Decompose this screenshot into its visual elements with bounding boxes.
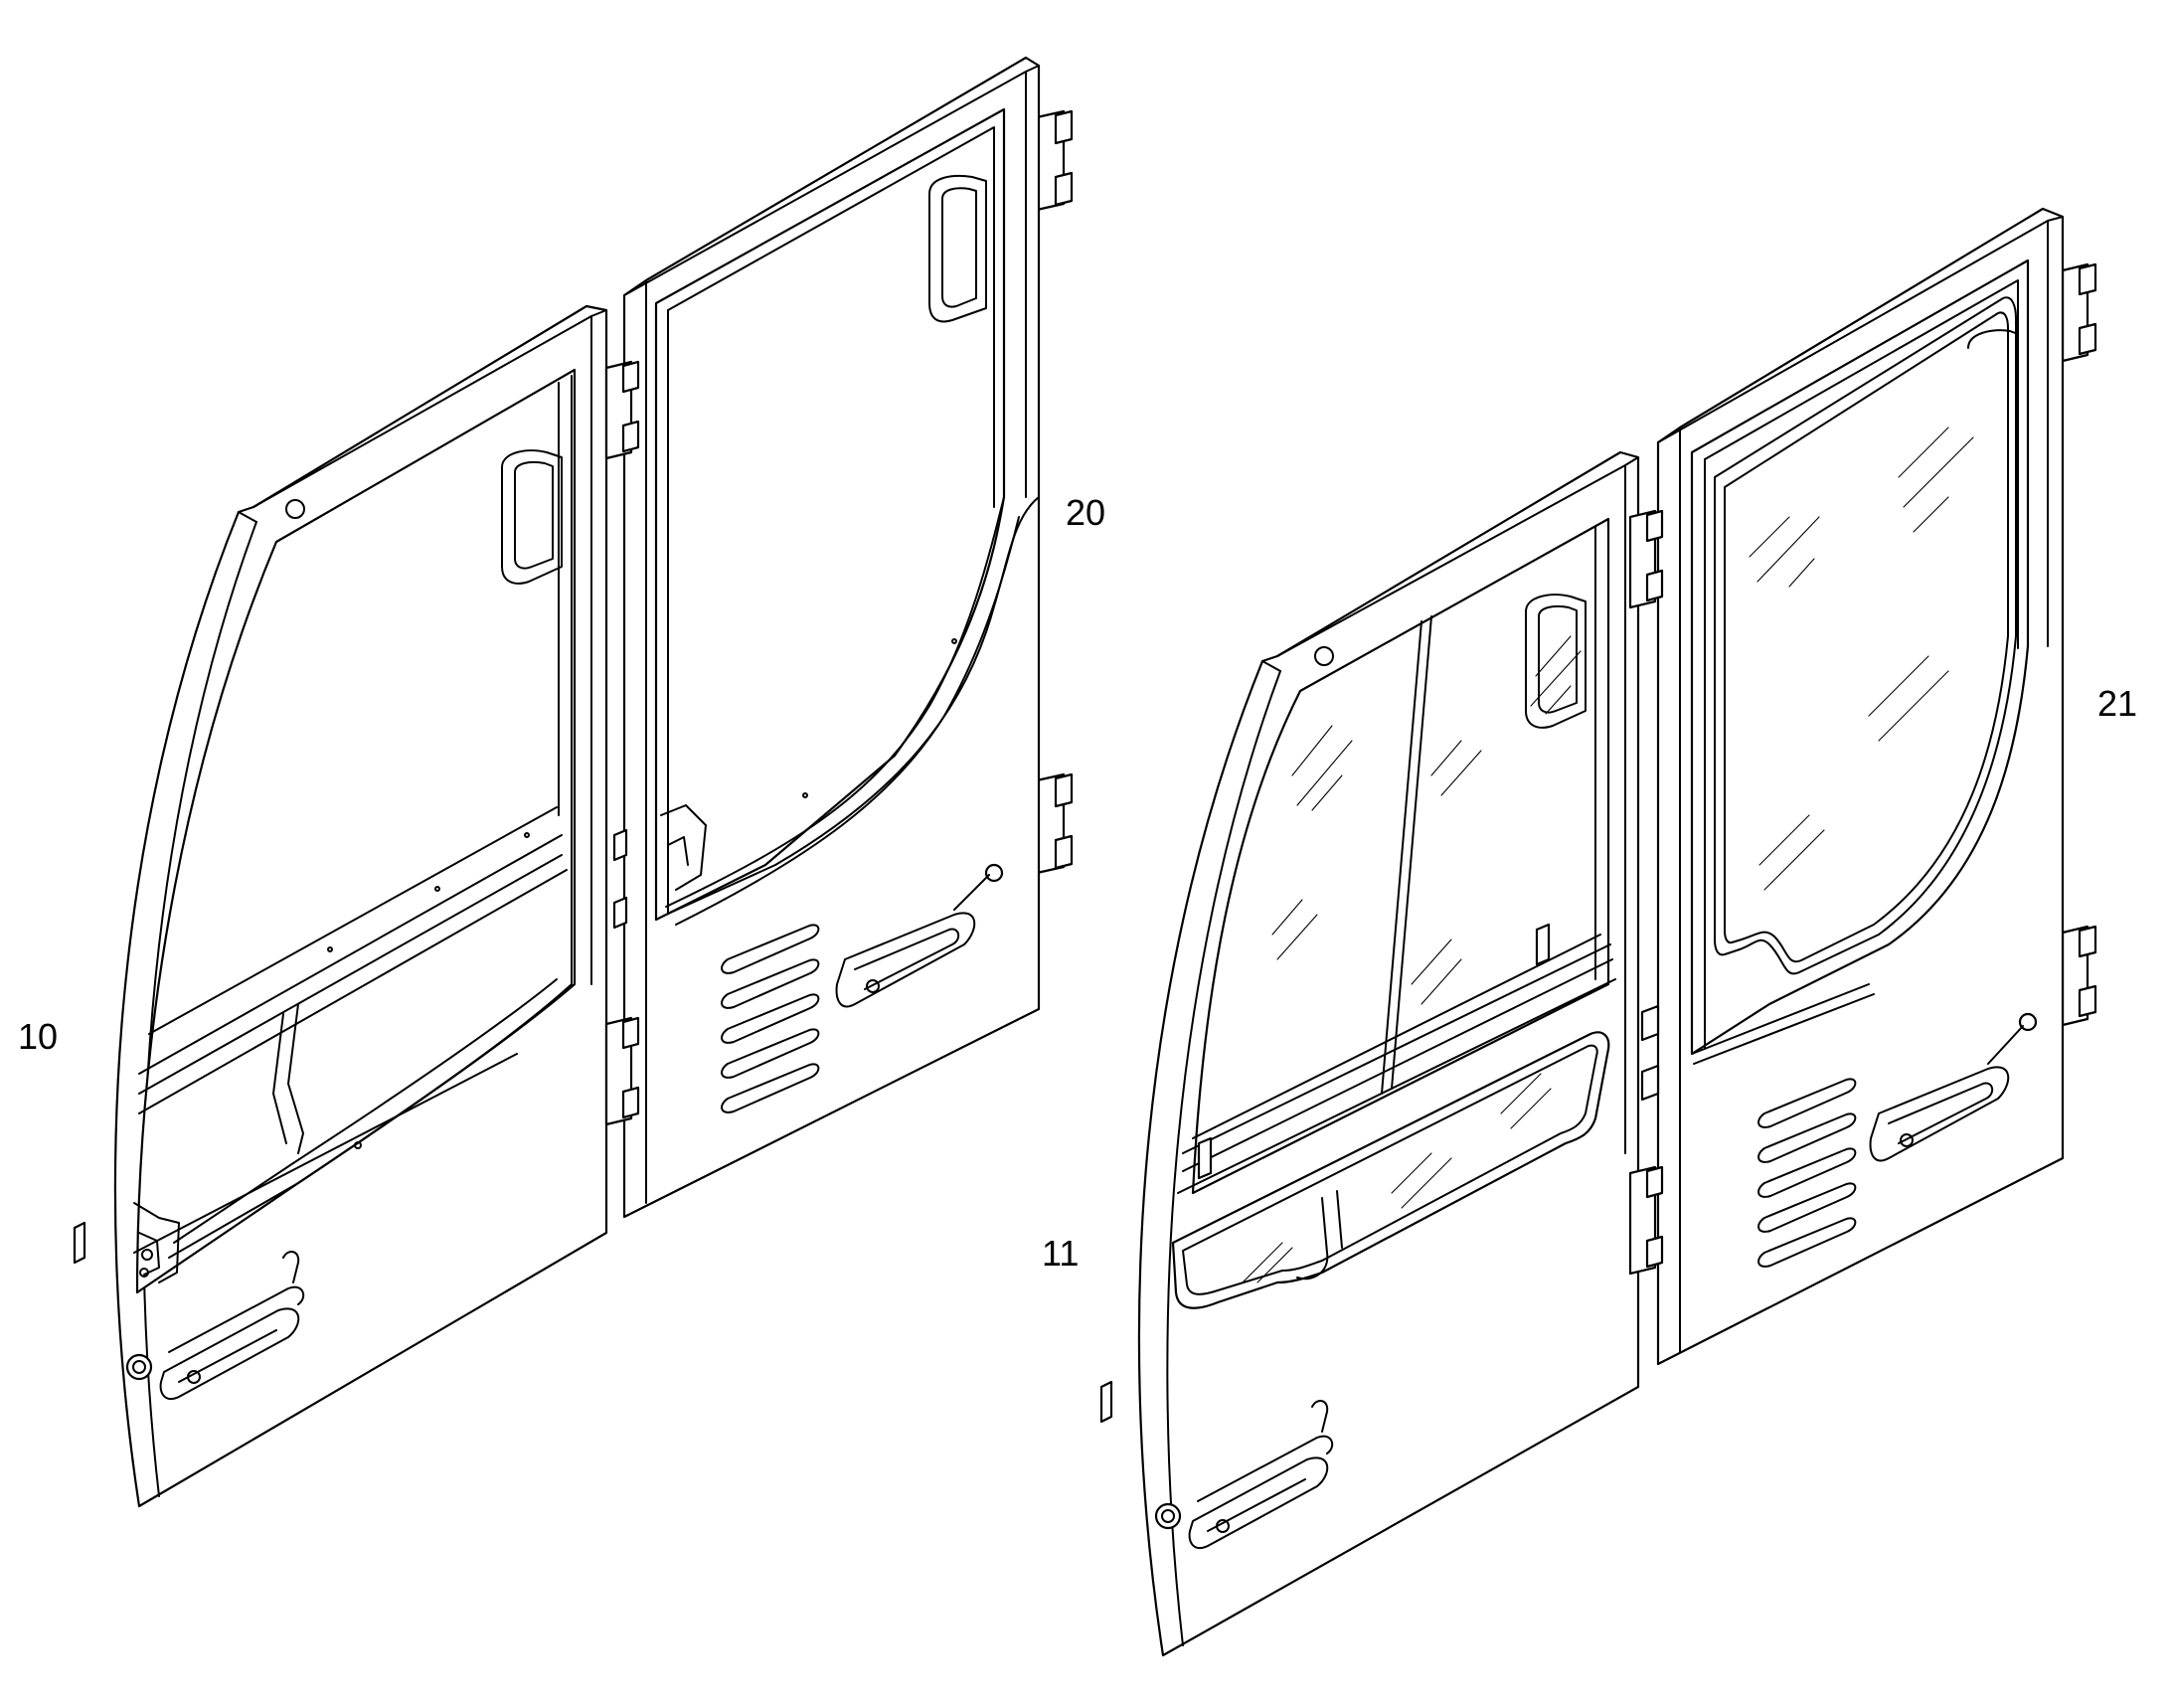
door-handle-part-11	[1154, 1400, 1334, 1550]
hinge-part-21-lower	[2061, 925, 2097, 1027]
vent-slots-part-21	[1757, 1078, 1857, 1268]
door-handle-part-20	[835, 863, 1004, 1008]
callout-21: 21	[2097, 683, 2138, 724]
glass-hatching-part-21	[1749, 427, 1974, 891]
glass-hatching-part-11	[1271, 635, 1582, 1005]
door-part-10	[73, 304, 608, 1508]
door-part-20	[612, 56, 1074, 1219]
hinge-part-20-mid	[604, 360, 640, 1126]
hinge-part-20-lower	[1035, 772, 1074, 875]
hinge-part-21-mid	[1628, 509, 1664, 1276]
door-handle-part-10	[125, 1251, 305, 1401]
door-part-11	[1099, 450, 1640, 1657]
glass-hatching-part-11-lower	[1242, 1073, 1552, 1283]
hinge-part-21-upper	[2061, 262, 2097, 363]
callout-10: 10	[18, 1016, 59, 1057]
door-part-21	[1640, 207, 2097, 1366]
callout-20: 20	[1066, 492, 1106, 533]
vent-slots-part-20	[721, 924, 820, 1113]
hinge-part-20-upper	[1035, 109, 1074, 212]
door-handle-part-21	[1869, 1012, 2038, 1162]
callout-11: 11	[1042, 1233, 1080, 1274]
